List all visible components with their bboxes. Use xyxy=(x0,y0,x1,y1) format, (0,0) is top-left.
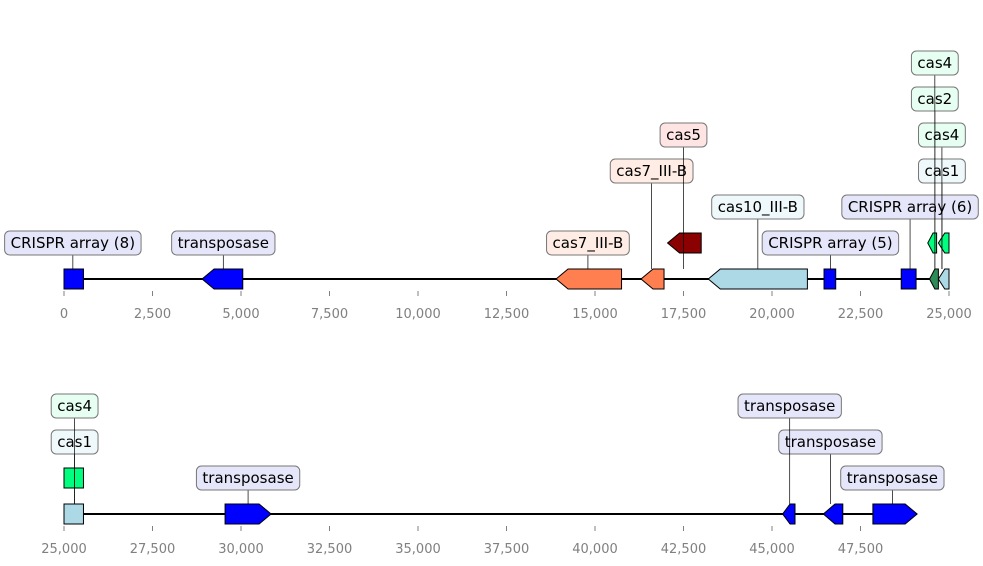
label-crispr-array-5: CRISPR array (5) xyxy=(761,230,900,256)
tick-label: 42,500 xyxy=(661,542,707,557)
label-box xyxy=(778,429,883,455)
label-text: CRISPR array (8) xyxy=(11,234,135,252)
label-cas4: cas4 xyxy=(50,393,99,419)
label-crispr-array-8: CRISPR array (8) xyxy=(4,230,142,256)
gene-feature xyxy=(928,268,939,290)
gene-feature xyxy=(63,467,84,489)
tick-label: 25,000 xyxy=(41,542,87,557)
tick-label: 27,500 xyxy=(130,542,176,557)
gene-feature xyxy=(63,268,84,290)
label-text: CRISPR array (6) xyxy=(848,198,972,216)
tick-label: 25,000 xyxy=(926,307,972,322)
label-box xyxy=(840,465,945,491)
label-transposase: transposase xyxy=(840,465,945,491)
label-transposase: transposase xyxy=(778,429,883,455)
label-text: CRISPR array (5) xyxy=(768,234,892,252)
label-text: transposase xyxy=(202,469,293,487)
label-box xyxy=(918,122,966,148)
label-box xyxy=(195,465,301,491)
label-text: transposase xyxy=(847,469,938,487)
gene-feature xyxy=(900,268,917,290)
label-box xyxy=(50,393,99,419)
gene-feature xyxy=(822,503,844,525)
tick-label: 37,500 xyxy=(484,542,530,557)
tick-label: 17,500 xyxy=(661,307,707,322)
tick-label: 47,500 xyxy=(838,542,884,557)
label-cas7-iii-b: cas7_III-B xyxy=(609,158,694,184)
label-box xyxy=(659,122,708,148)
label-cas4: cas4 xyxy=(910,50,959,76)
track-1: 0 2,500 5,000 7,500 10,000 12,500 15,000 17,500… xyxy=(4,50,979,322)
label-text: cas10_III-B xyxy=(718,198,798,217)
tick-label: 5,000 xyxy=(222,307,259,322)
gene-feature xyxy=(781,503,796,525)
label-text: cas4 xyxy=(57,397,92,415)
label-text: transposase xyxy=(744,397,835,415)
label-box xyxy=(171,230,276,256)
track-2: 25,000 27,500 30,000 32,500 35,000 37,500 40,0… xyxy=(41,393,945,557)
tick-label: 35,000 xyxy=(395,542,441,557)
label-text: cas7_III-B xyxy=(553,234,624,253)
label-transposase: transposase xyxy=(171,230,276,256)
label-text: cas5 xyxy=(666,126,701,144)
label-text: transposase xyxy=(785,433,876,451)
label-cas5: cas5 xyxy=(659,122,708,148)
gene-feature xyxy=(666,232,702,254)
label-text: cas4 xyxy=(917,54,952,72)
gene-feature xyxy=(707,268,808,290)
label-cas10-iii-b: cas10_III-B xyxy=(711,194,805,220)
gene-feature xyxy=(555,268,623,290)
label-box xyxy=(4,230,142,256)
tick-label: 20,000 xyxy=(749,307,795,322)
label-box xyxy=(711,194,805,220)
label-text: cas7_III-B xyxy=(616,162,687,181)
label-transposase: transposase xyxy=(737,393,842,419)
label-box xyxy=(910,50,959,76)
gene-feature xyxy=(640,268,665,290)
label-crispr-array-6: CRISPR array (6) xyxy=(841,194,979,220)
gene-feature xyxy=(937,232,950,254)
label-box xyxy=(609,158,694,184)
tick-label: 30,000 xyxy=(218,542,264,557)
label-box xyxy=(841,194,979,220)
label-text: transposase xyxy=(178,234,269,252)
tick-label: 45,000 xyxy=(749,542,795,557)
tick-label: 40,000 xyxy=(572,542,618,557)
label-box xyxy=(546,230,630,256)
tick-label: 22,500 xyxy=(838,307,884,322)
gene-feature xyxy=(937,268,950,290)
label-text: cas4 xyxy=(925,126,960,144)
label-transposase: transposase xyxy=(195,465,301,491)
gene-feature xyxy=(224,503,272,525)
gene-feature xyxy=(201,268,244,290)
tick-label: 15,000 xyxy=(572,307,618,322)
label-cas4: cas4 xyxy=(918,122,966,148)
tick-label: 2,500 xyxy=(134,307,171,322)
tick-label: 7,500 xyxy=(311,307,348,322)
gene-feature xyxy=(63,503,84,525)
label-box xyxy=(737,393,842,419)
tick-label: 10,000 xyxy=(395,307,441,322)
tick-label: 32,500 xyxy=(307,542,353,557)
tick-label: 0 xyxy=(60,307,68,322)
label-box xyxy=(761,230,900,256)
label-cas7-iii-b: cas7_III-B xyxy=(546,230,630,256)
gene-feature xyxy=(823,268,837,290)
tick-label: 12,500 xyxy=(484,307,530,322)
gene-feature xyxy=(927,232,938,254)
gene-feature xyxy=(872,503,918,525)
